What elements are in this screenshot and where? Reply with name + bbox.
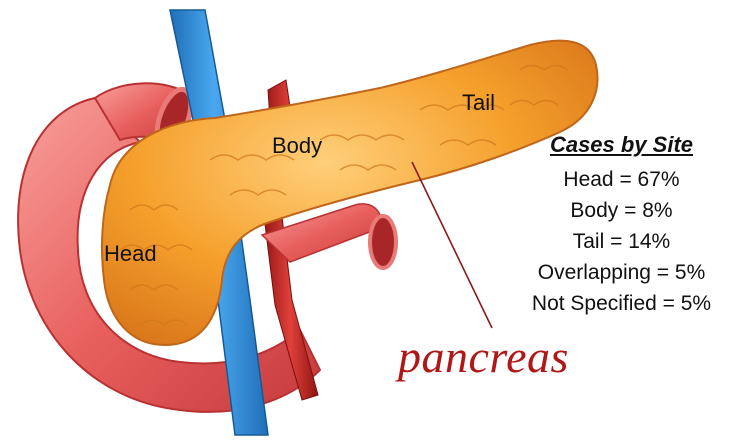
stat-row-body: Body = 8%	[511, 195, 732, 226]
cases-by-site-panel: Cases by Site Head = 67% Body = 8% Tail …	[511, 132, 732, 319]
stat-row-not-specified: Not Specified = 5%	[511, 288, 732, 319]
stat-row-overlapping: Overlapping = 5%	[511, 257, 732, 288]
pointer-line	[412, 162, 492, 328]
label-tail: Tail	[462, 90, 495, 116]
label-head: Head	[104, 241, 157, 267]
organ-name-title: pancreas	[398, 330, 569, 383]
stat-row-head: Head = 67%	[511, 164, 732, 195]
stat-row-tail: Tail = 14%	[511, 226, 732, 257]
cases-by-site-title: Cases by Site	[511, 132, 732, 158]
vessel-opening	[370, 216, 396, 268]
label-body: Body	[272, 133, 322, 159]
